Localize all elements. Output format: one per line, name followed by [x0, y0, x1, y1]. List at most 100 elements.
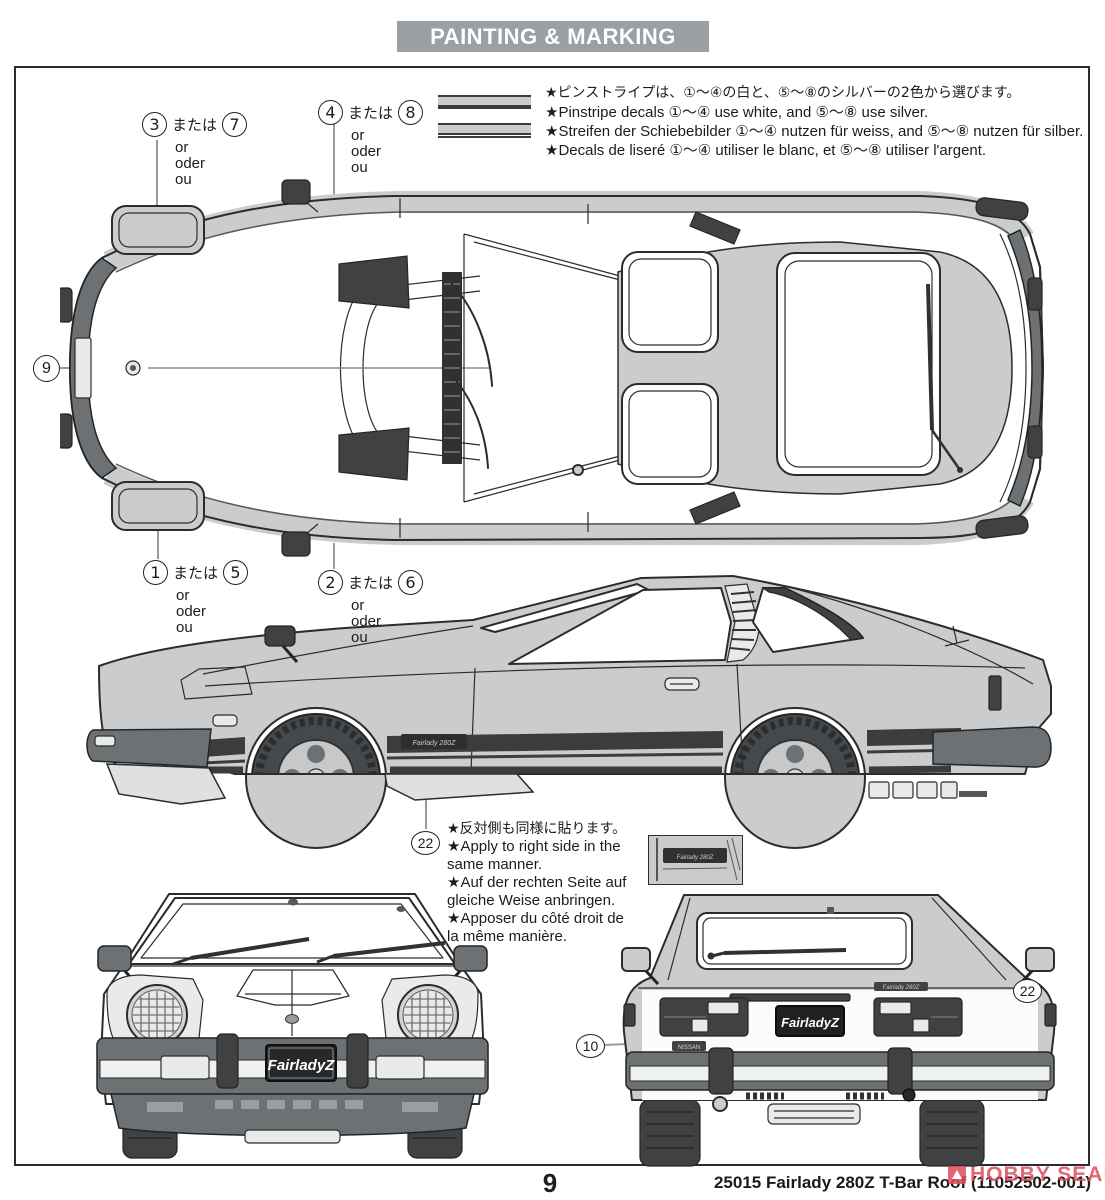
- apply-both-sides-note: ★反対側も同様に貼ります。 ★Apply to right side in th…: [447, 821, 627, 945]
- t-top-glass: [621, 251, 719, 353]
- corner-trim: [975, 515, 1029, 539]
- headlight-cover: [111, 481, 205, 531]
- hood-scoop: [236, 969, 350, 1006]
- hood-vent: [338, 255, 410, 309]
- side-splitter: [384, 773, 535, 801]
- decal-number-circle: 8: [398, 100, 424, 125]
- page-number: 9: [542, 1168, 558, 1198]
- matawa-label: または: [172, 116, 218, 134]
- hatch-glass: [776, 252, 941, 476]
- bumper-lamp: [160, 1055, 210, 1080]
- pillar-louver: [689, 491, 741, 525]
- fender-mirror: [97, 945, 132, 972]
- rear-badge-text: Fairlady 280Z: [883, 985, 920, 991]
- rear-window: [696, 912, 913, 970]
- hood-vent: [338, 427, 410, 481]
- rear-license-plate: [775, 1005, 845, 1037]
- front-license-plate: [265, 1044, 337, 1082]
- matawa-label: または: [173, 564, 219, 582]
- front-air-dam: [105, 763, 227, 805]
- rear-deck-badge: [874, 982, 928, 991]
- front-bumper-side: [86, 728, 212, 768]
- bumper-stripe: [629, 1065, 1051, 1082]
- rocker-stripe: [205, 765, 952, 774]
- bumper-guard: [887, 1047, 913, 1095]
- rear-tires: [639, 1099, 985, 1167]
- rear-license-plate-text: FairladyZ: [781, 1015, 840, 1030]
- decal-number-circle: 7: [222, 112, 248, 137]
- decal-number-circle: 6: [398, 570, 424, 595]
- product-code-text: 25015 Fairlady 280Z T-Bar Roof (11052502…: [713, 1173, 1091, 1192]
- watermark-text: HOBBY SEARCH: [970, 1163, 1105, 1186]
- car-rear-view-drawing: Fairlady 280Z FairladyZ NISSAN: [621, 894, 1057, 1167]
- pinstripe-note-fr: ★Decals de liseré ①～④ utiliser le blanc,…: [545, 142, 987, 159]
- rear-wiper: [926, 283, 934, 431]
- bumper-guard: [60, 413, 73, 449]
- decal-number-circle: 22: [411, 831, 440, 855]
- side-stripe: [203, 728, 961, 757]
- side-marker: [212, 714, 238, 727]
- pinstripe-note-de: ★Streifen der Schiebebilder ①～④ nutzen f…: [545, 123, 1084, 140]
- front-air-dam: [110, 1093, 475, 1137]
- exhaust-tip: [902, 1088, 916, 1102]
- door-window: [508, 587, 732, 665]
- windshield: [128, 897, 456, 965]
- decal-number-circle: 5: [223, 560, 249, 585]
- side-badge-detail-inset: Fairlady 280Z: [648, 835, 743, 885]
- turn-signal: [94, 735, 116, 747]
- callout-22-rear: 22: [1013, 979, 1042, 1003]
- pinstripe-note-jp: ★ピンストライプは、①～④の白と、⑤～⑧のシルバーの2色から選びます。: [545, 85, 1021, 101]
- pinstripe-sample-white-thin: [438, 107, 531, 109]
- decal-number-circle: 4: [318, 100, 343, 125]
- inset-drawing: Fairlady 280Z: [656, 837, 741, 881]
- decal-number-circle: 9: [33, 355, 60, 382]
- bumper-guard: [708, 1047, 734, 1095]
- bumper-guard: [346, 1033, 369, 1089]
- antenna: [944, 625, 970, 647]
- front-under-panel: [244, 1129, 341, 1144]
- bumper-guard: [1027, 277, 1043, 311]
- car-top-view-drawing: [60, 179, 1044, 557]
- front-license-plate-text: FairladyZ: [268, 1057, 336, 1074]
- detail-badge-text: Fairlady 280Z: [677, 855, 714, 861]
- wiper: [451, 375, 489, 469]
- t-top-glass: [621, 383, 719, 485]
- car-front-view-drawing: FairladyZ: [96, 893, 489, 1159]
- bumper-guard: [216, 1033, 239, 1089]
- section-title: PAINTING & MARKING: [430, 23, 676, 49]
- section-header-bar: PAINTING & MARKING: [397, 21, 709, 52]
- matawa-label: または: [348, 104, 394, 122]
- pinstripe-sample-silver-thin: [438, 136, 531, 138]
- wiper: [451, 283, 493, 387]
- side-stripe-badge: [401, 734, 467, 749]
- bumper-lamp: [375, 1055, 425, 1080]
- decal-number-circle: 1: [143, 560, 168, 585]
- underbody: [767, 1103, 861, 1125]
- front-bumper-top: [69, 257, 118, 479]
- nissan-badge-text: NISSAN: [678, 1045, 700, 1051]
- fuel-cap: [572, 464, 584, 476]
- callout-9: 9: [33, 355, 60, 382]
- hood-emblem: [285, 1014, 299, 1024]
- car-side-view-drawing: Fairlady 280Z: [86, 575, 1052, 849]
- fender-mirror: [1025, 947, 1055, 972]
- fender-mirror: [621, 947, 651, 972]
- decal-number-circle: 22: [1013, 979, 1042, 1003]
- pinstripe-note-en: ★Pinstripe decals ①～④ use white, and ⑤～⑧…: [545, 104, 929, 121]
- fender-mirror: [453, 945, 488, 972]
- tail-lamp-side: [988, 675, 1002, 711]
- rear-wiper: [723, 948, 847, 955]
- wipers: [190, 937, 446, 960]
- pinstripe-sample-silver-wide: [438, 123, 531, 135]
- side-badge-text: Fairlady 280Z: [413, 740, 457, 747]
- content-border-frame: [14, 66, 1090, 1166]
- pinstripe-note: ★ピンストライプは、①～④の白と、⑤～⑧のシルバーの2色から選びます。 ★Pin…: [545, 84, 1083, 160]
- fender-mirror: [264, 625, 296, 647]
- callout-10-rear: 10: [576, 1034, 605, 1058]
- door-mirror: [281, 179, 311, 205]
